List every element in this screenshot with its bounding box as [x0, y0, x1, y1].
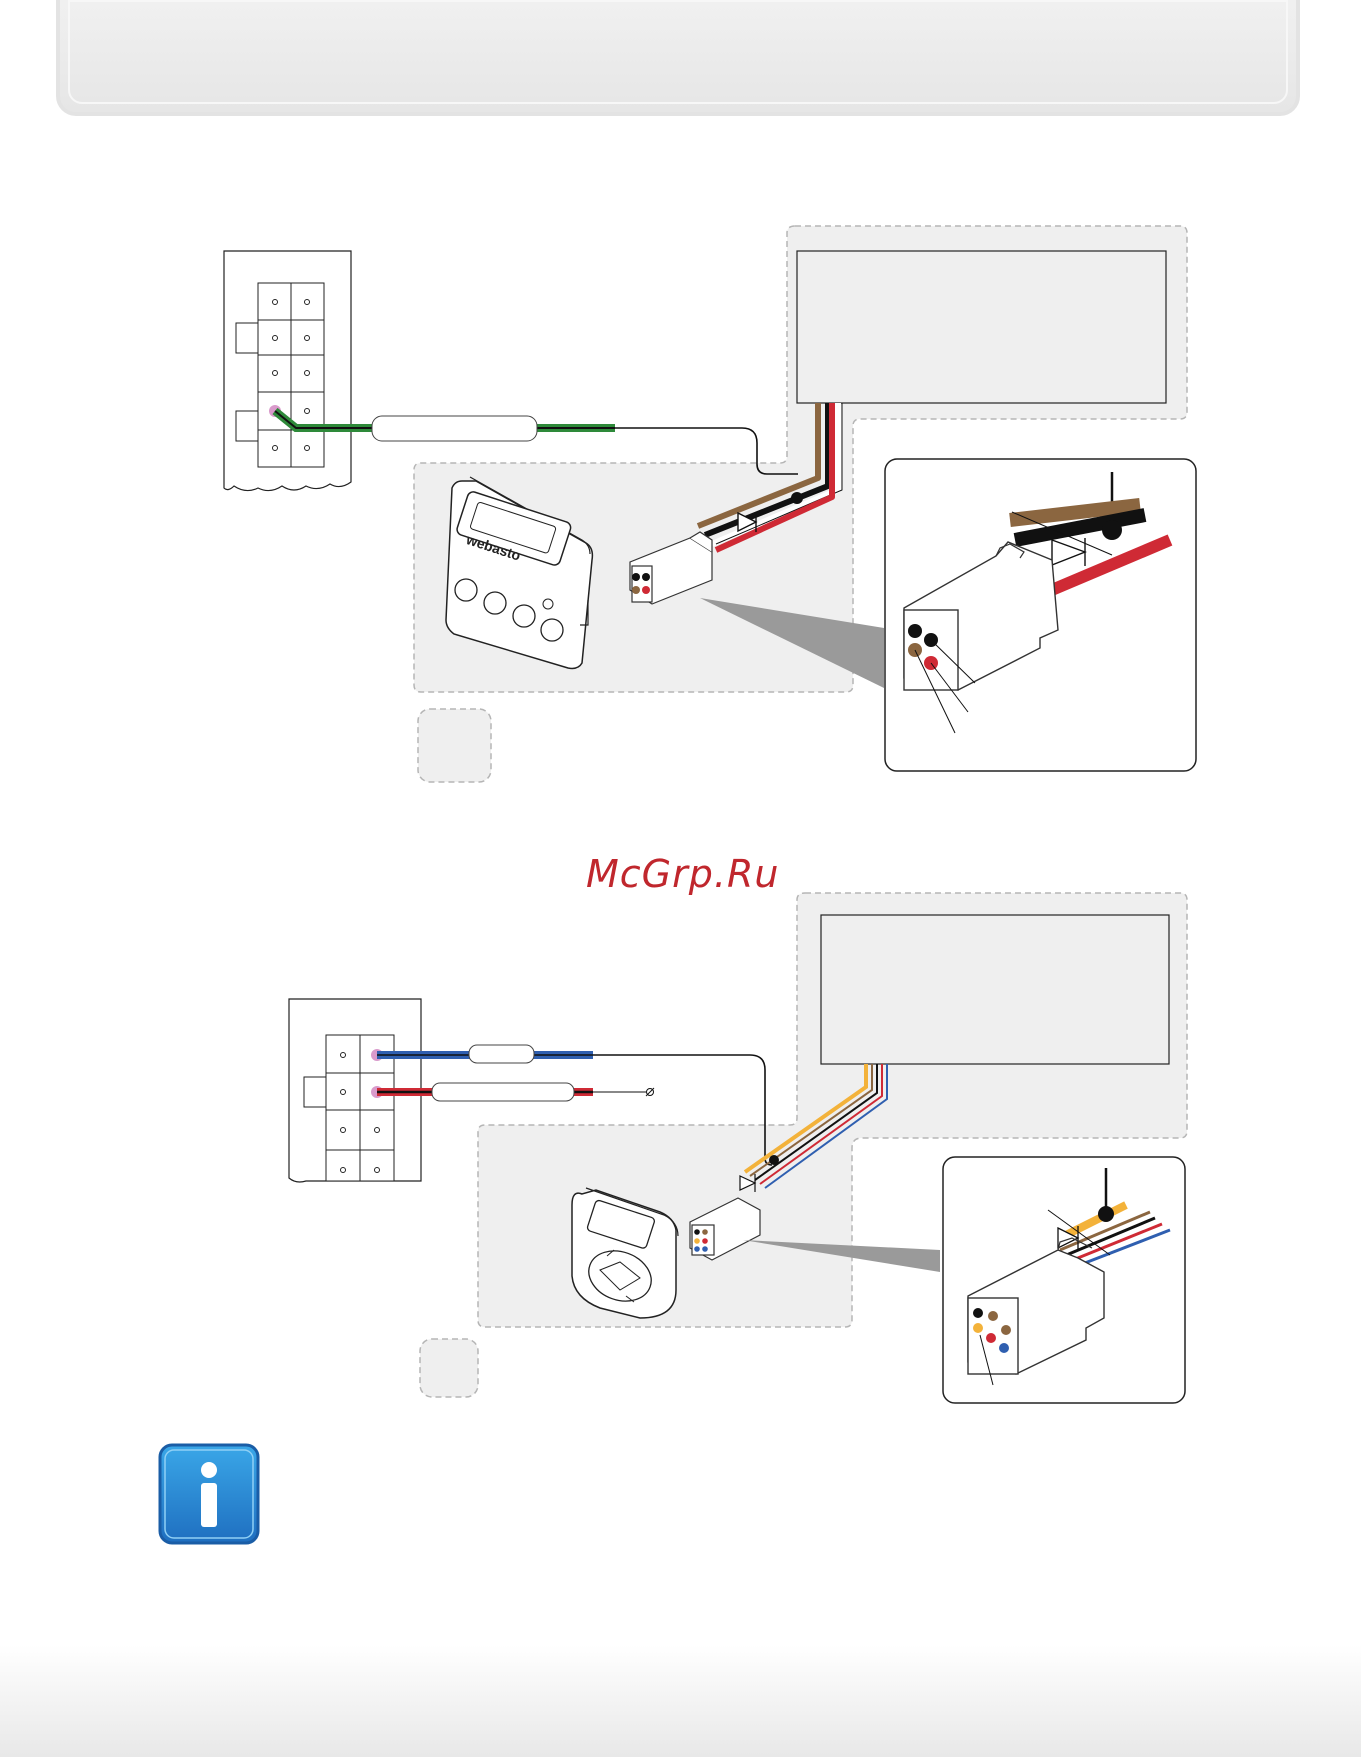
top-fuse-block: [223, 250, 352, 492]
webasto-panel-icon: webasto: [445, 476, 594, 670]
watermark: McGrp.Ru: [586, 852, 780, 896]
bottom-fuse-block: [288, 998, 422, 1183]
bottom-cable-label-box-2: [431, 1082, 575, 1102]
round-controller-icon: [571, 1187, 679, 1319]
top-zoom-connector: [903, 472, 1173, 734]
top-cable-label-box: [371, 415, 538, 442]
bottom-cable-label-box-1: [468, 1044, 535, 1064]
bottom-connector: [689, 1197, 761, 1261]
top-unit-box: [796, 250, 1167, 404]
bottom-wiring-diagram: [288, 892, 1188, 1404]
top-wiring-diagram: webasto: [223, 225, 1197, 783]
header-panel: [56, 0, 1300, 116]
top-connector: [629, 531, 713, 605]
bottom-zoom-connector: [967, 1168, 1171, 1386]
info-icon: [158, 1443, 260, 1545]
footer-band: [0, 1645, 1361, 1757]
bottom-ref-box: [419, 1338, 479, 1398]
bottom-unit-box: [820, 914, 1170, 1065]
header-panel-inner: [68, 0, 1288, 104]
top-ref-box: [417, 708, 492, 783]
